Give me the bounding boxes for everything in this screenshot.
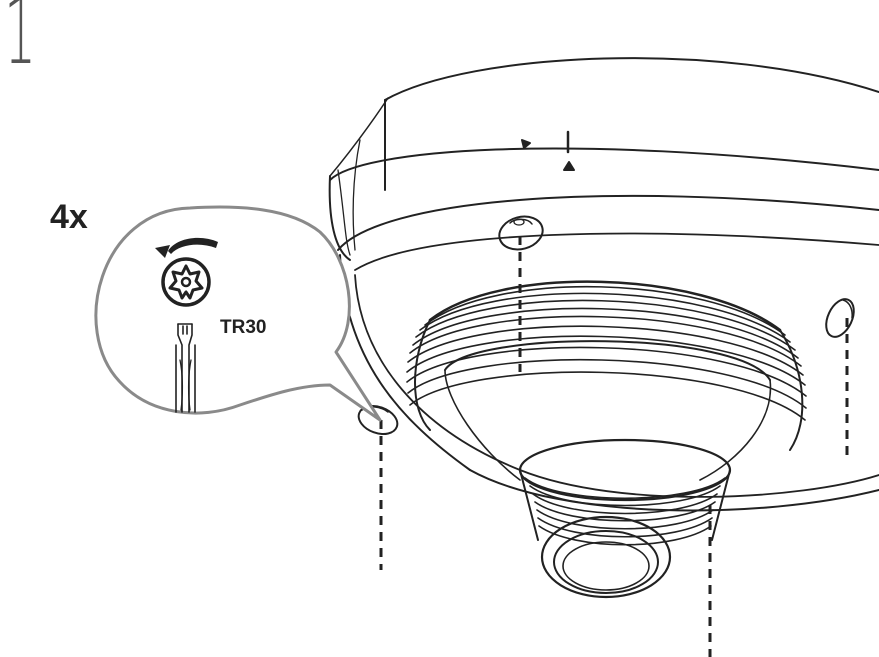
- camera-top-housing: [328, 57, 879, 512]
- lens-barrel: [518, 438, 732, 599]
- counterclockwise-rotate-arrow-icon: [155, 237, 218, 258]
- camera-base-ring: [354, 232, 879, 498]
- screw-hole-right: [825, 298, 855, 338]
- quantity-label: 4x: [50, 198, 88, 236]
- lens-cone: [406, 280, 807, 481]
- torx-screwdriver-icon: [175, 323, 196, 413]
- step-number: 1: [4, 0, 37, 85]
- screw-hole-top: [498, 215, 544, 251]
- torx-security-bit-icon: [161, 257, 211, 307]
- bit-size-label: TR30: [220, 317, 267, 338]
- screw-guide-lines: [379, 236, 849, 657]
- torx-callout: [94, 205, 382, 422]
- alignment-marks: [521, 130, 575, 171]
